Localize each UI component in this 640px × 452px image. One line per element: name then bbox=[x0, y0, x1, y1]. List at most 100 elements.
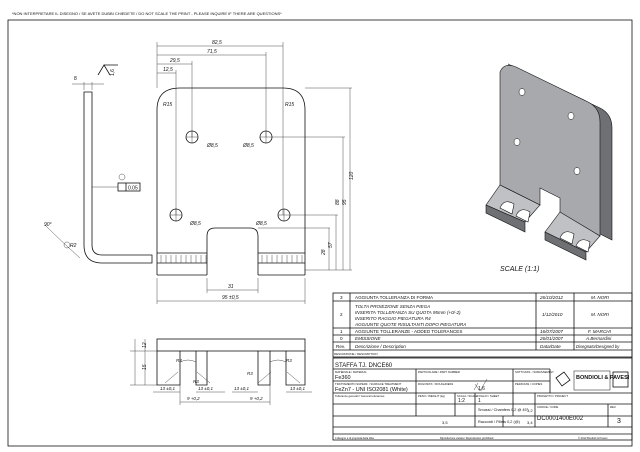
sheet-label: FOGLIO / SHEET bbox=[477, 394, 500, 398]
weight-label: PESO / WEIGHT (kg) bbox=[418, 394, 445, 398]
description-header: Descrizione / Description bbox=[355, 344, 406, 349]
dim-71-5: 71,5 bbox=[207, 49, 217, 55]
footer-mid: Riproduzione vietata / Reproduction proh… bbox=[440, 436, 494, 440]
dim-hole-3: Ø8,5 bbox=[189, 221, 201, 227]
dim-hole-2: Ø8,5 bbox=[242, 143, 254, 149]
designer-header: Disegnato/Designed by bbox=[576, 344, 620, 349]
dim-88: 88 bbox=[335, 199, 341, 205]
dim-13-c: 13 ±0,1 bbox=[234, 386, 249, 391]
part-title: STAFFA TJ. DNCE60 bbox=[335, 363, 393, 369]
rev-author: M. NORI bbox=[591, 312, 610, 317]
rev-description: AGGIUNTE TOLLERANZE - ADDED TOLERANCES bbox=[355, 329, 462, 334]
footer-left: Il disegno è di proprietà della ditta bbox=[335, 436, 374, 440]
dim-12-5: 12,5 bbox=[163, 67, 173, 73]
side-view: 8 1,6 0.05 90° R2 bbox=[44, 64, 153, 264]
rev-label: REV. bbox=[610, 405, 616, 409]
rev-description: INSERITA TOLLERANZA SU QUOTA 95mm (+0/-2… bbox=[355, 310, 461, 315]
subassembly-label: SOTTOASS. / SUBASSEMBLY bbox=[515, 370, 554, 374]
chamfer-note: Smussi / Chamfers 0,2 @ 45° bbox=[478, 408, 529, 412]
rev-date: 26/10/2012 bbox=[539, 295, 563, 300]
rev-number: 0 bbox=[340, 336, 343, 341]
rev-description: AGGIUNTE QUOTE RISULTANTI DOPO PIEGATURA bbox=[354, 322, 466, 327]
dim-95-tol: 95 ±0,5 bbox=[222, 295, 239, 301]
dim-82-5: 82,5 bbox=[212, 40, 222, 46]
rev-description: AGGIUNTA TOLLERANZA DI FORMA bbox=[355, 295, 434, 300]
dim-hole-1: Ø8,5 bbox=[206, 143, 218, 149]
rev-description: EMISSIONE bbox=[355, 336, 381, 341]
date-header: Data/Date bbox=[540, 344, 561, 349]
material-value: Fe360 bbox=[335, 375, 351, 381]
part-number-label: PARTICOLARE / PART NUMBER bbox=[418, 370, 460, 374]
drawing-code: DC0001400E002 bbox=[537, 416, 584, 422]
dim-29-5: 29,5 bbox=[169, 58, 180, 64]
material-label: MATERIALE / MATERIAL bbox=[335, 370, 367, 374]
roughness-value-tb: 1,6 bbox=[478, 386, 485, 392]
tolerances-label: Tolleranze generali / General tolerances bbox=[335, 394, 385, 398]
front-view: 82,5 71,5 29,5 12,5 R15 R15 Ø8,5 Ø8,5 Ø8… bbox=[156, 40, 355, 304]
dim-57: 57 bbox=[328, 242, 334, 248]
fillet-note: Raccordi / Fillets 0,2 (@) bbox=[478, 420, 521, 424]
dim-9-b: 9 +0,2 bbox=[250, 396, 263, 401]
rev-number: 2 bbox=[340, 312, 343, 317]
thickness-dim: 8 bbox=[74, 76, 77, 82]
flatness-value: 0.05 bbox=[128, 186, 138, 192]
rev-author: A.Bernardini bbox=[585, 336, 612, 341]
roughness-value: 1,6 bbox=[110, 69, 116, 76]
rev-number: 3 bbox=[340, 295, 343, 300]
dim-r3-b: R3 bbox=[193, 379, 199, 384]
rev-number: 1 bbox=[340, 329, 343, 334]
dim-r15-right: R15 bbox=[285, 102, 294, 108]
dim-r3-a: R3 bbox=[176, 358, 182, 363]
rev-date: 16/07/2007 bbox=[540, 329, 563, 334]
dim-12: 12 bbox=[142, 342, 148, 348]
dim-31: 31 bbox=[228, 284, 234, 290]
treatment-label: TRATTAMENTO SUPERF. / SURFACE TREATMENT bbox=[335, 382, 402, 386]
rev-author: F. MARCHI bbox=[588, 329, 612, 334]
iso-view: SCALE (1:1) bbox=[485, 63, 613, 273]
dim-13-b: 13 ±0,1 bbox=[198, 386, 213, 391]
rev-author: M. NORI bbox=[591, 295, 610, 300]
dim-9-a: 9 +0,2 bbox=[187, 396, 200, 401]
title-block: STAFFA TJ. DNCE60 MATERIALE / MATERIAL T… bbox=[332, 357, 633, 441]
dim-r15-left: R15 bbox=[163, 102, 172, 108]
dim-13-d: 13 ±0,1 bbox=[290, 386, 305, 391]
scale-value: 1:2 bbox=[458, 398, 465, 404]
dim-95: 95 bbox=[342, 199, 348, 205]
scale-label: SCALA / SCALE bbox=[457, 394, 478, 398]
footer-right: © 2012 Bondioli & Pavesi bbox=[578, 436, 608, 440]
treatment-value: FeZn7 - UNI ISO2081 (White) bbox=[335, 387, 408, 393]
bottom-view: 12 15 13 ±0,1 13 ±0,1 13 ±0,1 13 ±0,1 9 … bbox=[130, 338, 312, 405]
general-note: *NON INTERPRETARE IL DISEGNO / SE AVETE … bbox=[12, 11, 282, 16]
code-label: CODICE / CODE bbox=[537, 405, 558, 409]
revision-table: 3 AGGIUNTA TOLLERANZA DI FORMA 26/10/201… bbox=[332, 292, 633, 358]
iso-scale-label: SCALE (1:1) bbox=[500, 266, 539, 273]
dim-r3-c: R3 bbox=[247, 371, 253, 376]
description-label: DESCRIZIONE / DESCRIPTION bbox=[334, 352, 378, 356]
drawing-frame bbox=[7, 19, 633, 447]
company-name: BONDIOLI & PAVESI bbox=[576, 375, 630, 381]
roughness-symbol bbox=[97, 64, 118, 76]
dim-r3-d: R3 bbox=[286, 358, 292, 363]
angle-dim: 90° bbox=[44, 222, 52, 228]
sheet-value: 1 bbox=[478, 398, 481, 404]
perpendicularity-value: 3,4 bbox=[527, 420, 533, 425]
dim-120: 120 bbox=[349, 171, 355, 180]
rev-header: Rev. bbox=[336, 344, 345, 349]
rev-description: INSERITO RAGGIO PIEGATURA R4 bbox=[355, 316, 431, 321]
bend-radius: R2 bbox=[70, 243, 77, 249]
holes bbox=[169, 130, 291, 222]
dim-28: 28 bbox=[321, 249, 327, 256]
dim-13-a: 13 ±0,1 bbox=[160, 386, 175, 391]
roughness-label: RUGOSITA' / ROUGHNESS bbox=[418, 382, 453, 386]
dim-hole-4: Ø8,5 bbox=[255, 221, 267, 227]
rev-date: 26/01/2007 bbox=[539, 336, 563, 341]
rev-date: 1/12/2010 bbox=[542, 312, 563, 317]
dim-15: 15 bbox=[142, 364, 148, 370]
company-logo: BONDIOLI & PAVESI bbox=[555, 370, 630, 391]
flatness-value-tb: 3,2 bbox=[527, 408, 533, 413]
project-label: PROGETTO / PROJECT bbox=[537, 394, 568, 398]
rev-description: TOLTA PROIEZIONE SENZA PIEGA bbox=[355, 304, 430, 309]
copies-label: PEZZI/ASS / COPIES bbox=[515, 382, 542, 386]
parallelism-value: 3,5 bbox=[442, 420, 448, 425]
